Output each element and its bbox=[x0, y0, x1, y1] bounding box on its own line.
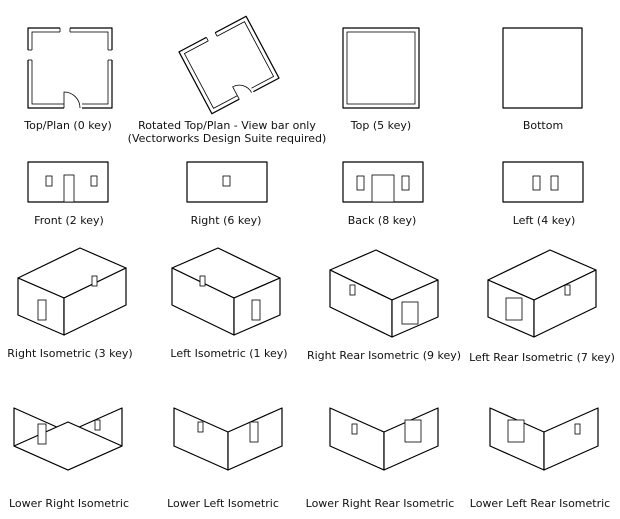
right-rear-isometric-drawing bbox=[329, 249, 439, 338]
front-drawing bbox=[27, 161, 109, 203]
right-isometric-drawing bbox=[17, 247, 127, 336]
lower-left-isometric-drawing bbox=[173, 407, 283, 471]
label-right-rear-isometric: Right Rear Isometric (9 key) bbox=[306, 349, 462, 362]
label-rotated-top-plan: Rotated Top/Plan - View bar only bbox=[138, 119, 316, 132]
top-drawing bbox=[342, 27, 420, 109]
right-drawing bbox=[186, 161, 268, 203]
label-top: Top (5 key) bbox=[350, 119, 412, 132]
label-lower-left-isometric: Lower Left Isometric bbox=[167, 497, 279, 510]
label-back: Back (8 key) bbox=[347, 214, 417, 227]
left-rear-isometric-drawing bbox=[487, 249, 597, 338]
label-front: Front (2 key) bbox=[34, 214, 104, 227]
label-left: Left (4 key) bbox=[512, 214, 576, 227]
rotated-top-plan-drawing bbox=[178, 15, 280, 115]
bottom-drawing bbox=[502, 27, 583, 109]
lower-left-rear-isometric-drawing bbox=[489, 407, 599, 471]
label-lower-right-isometric: Lower Right Isometric bbox=[8, 497, 130, 510]
label-bottom: Bottom bbox=[522, 119, 564, 132]
lower-right-rear-isometric-drawing bbox=[329, 407, 439, 471]
label-right: Right (6 key) bbox=[190, 214, 262, 227]
lower-right-isometric-drawing bbox=[13, 407, 123, 471]
back-drawing bbox=[342, 161, 424, 203]
label-left-rear-isometric: Left Rear Isometric (7 key) bbox=[469, 351, 615, 364]
label-rotated-top-plan-note: (Vectorworks Design Suite required) bbox=[127, 132, 327, 145]
label-lower-right-rear-isometric: Lower Right Rear Isometric bbox=[305, 497, 455, 510]
top-plan-drawing bbox=[26, 26, 114, 110]
label-top-plan: Top/Plan (0 key) bbox=[24, 119, 112, 132]
left-drawing bbox=[502, 161, 584, 203]
label-right-isometric: Right Isometric (3 key) bbox=[7, 347, 133, 360]
label-left-isometric: Left Isometric (1 key) bbox=[170, 347, 288, 360]
left-isometric-drawing bbox=[171, 247, 281, 336]
label-lower-left-rear-isometric: Lower Left Rear Isometric bbox=[469, 497, 611, 510]
